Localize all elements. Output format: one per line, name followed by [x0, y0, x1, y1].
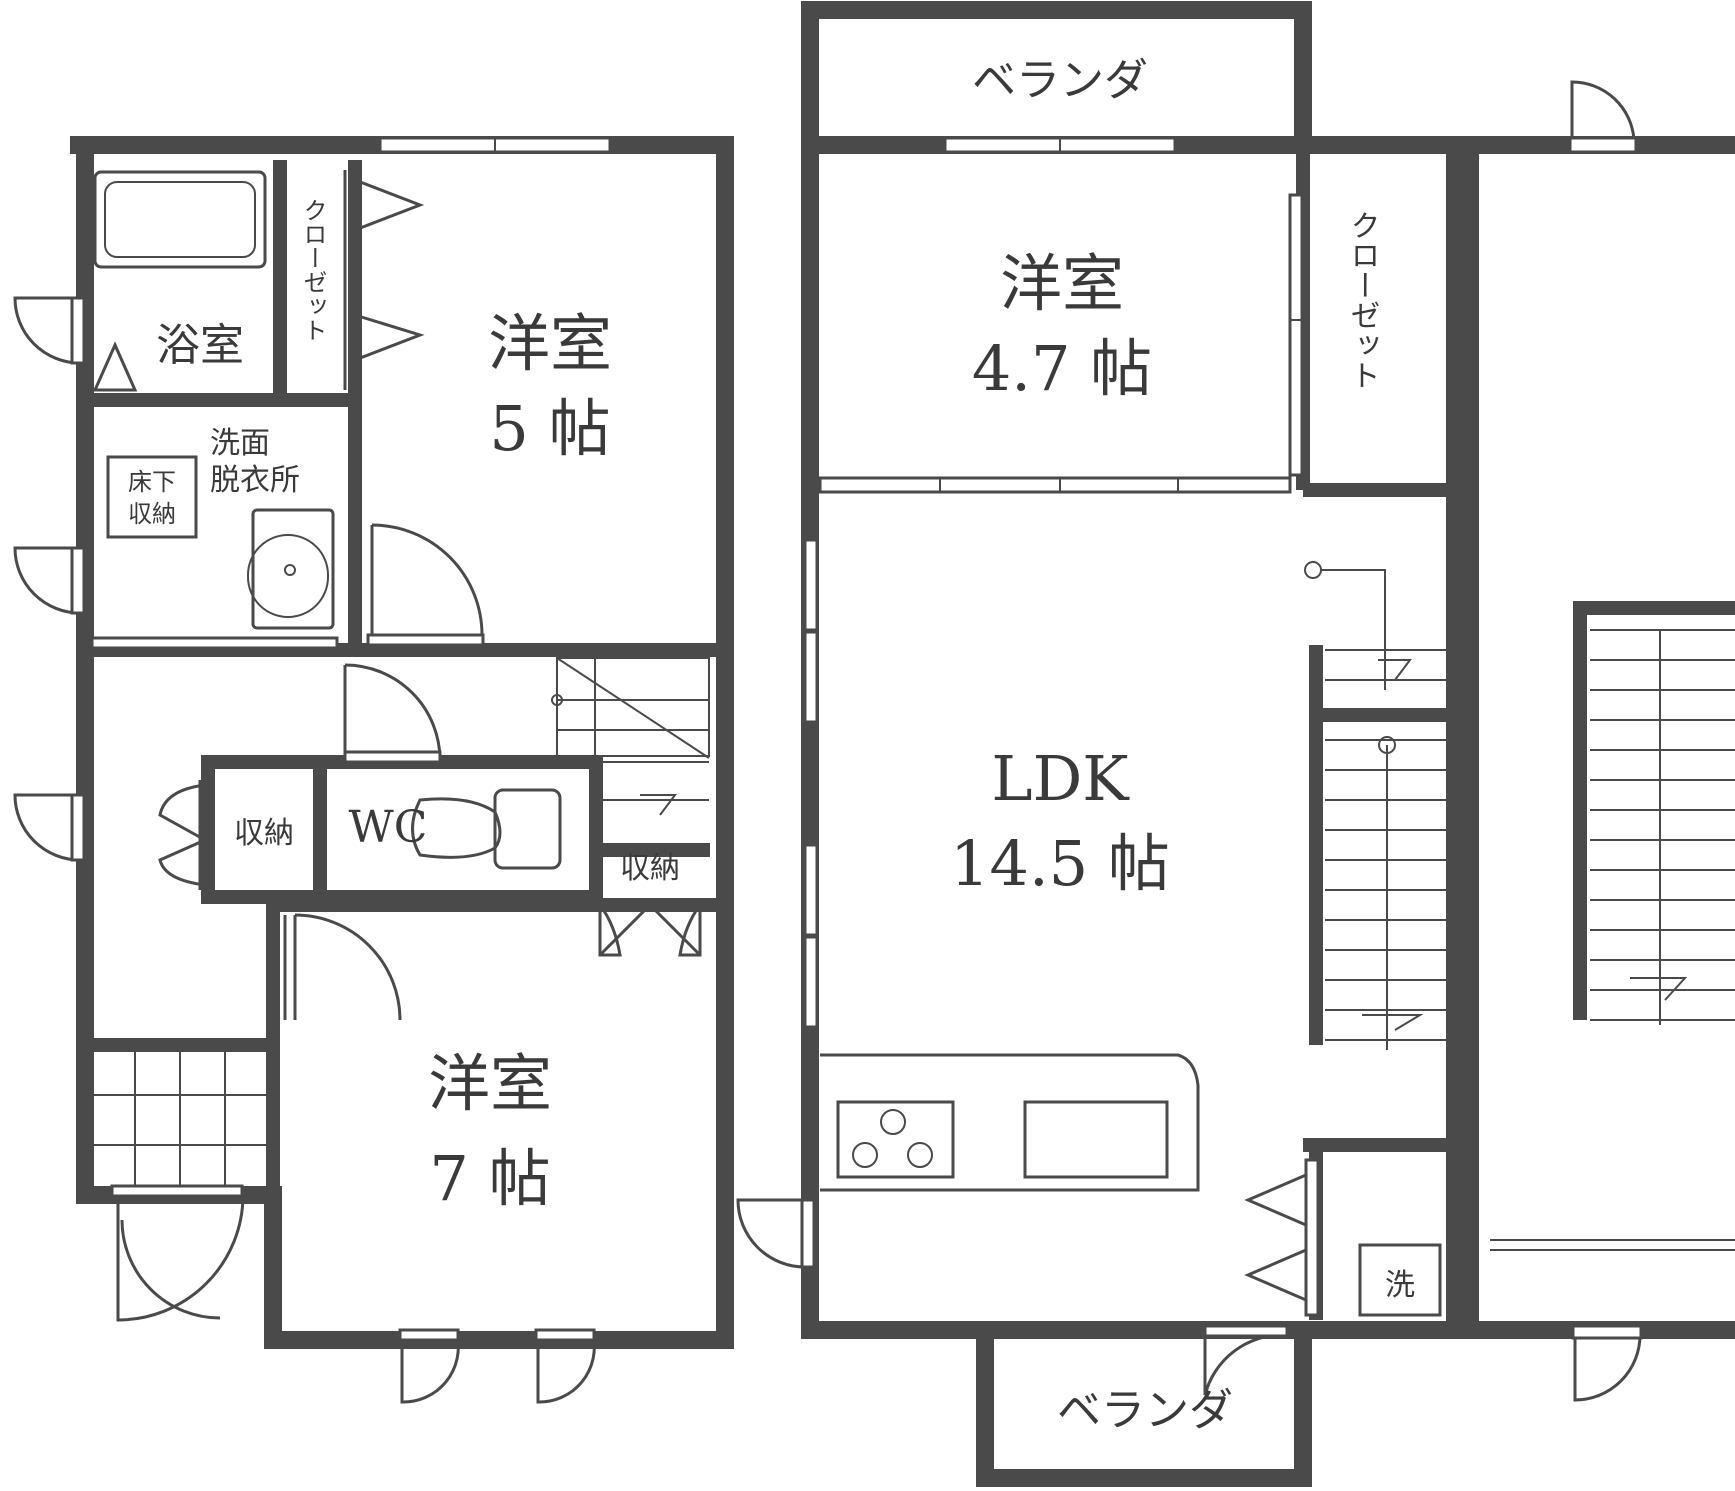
stairs-tower — [1573, 601, 1735, 1025]
bath-label: 浴室 — [156, 320, 244, 371]
wc-label: WC — [349, 802, 428, 853]
closet-right-label: クローゼット — [1345, 210, 1380, 390]
washer — [1358, 1243, 1442, 1317]
washroom-label-2: 脱衣所 — [210, 463, 300, 498]
laundry-label: 洗 — [1385, 1268, 1415, 1303]
underfloor-storage — [106, 455, 198, 539]
room-47-name: 洋室 — [1000, 247, 1124, 320]
veranda-bottom-label: ベランダ — [1057, 1385, 1233, 1436]
stairs-1f — [551, 657, 710, 816]
ldk-size: 14.5 帖 — [950, 827, 1170, 900]
room-7-name: 洋室 — [428, 1047, 552, 1120]
first-floor-plan: 浴室 クローゼット 洋室 5 帖 洗面 脱衣所 床下 収納 収納 WC 収納 洋… — [13, 136, 734, 1404]
bathtub — [93, 170, 267, 269]
room-7-size: 7 帖 — [429, 1142, 550, 1215]
outer-wall-tower — [1461, 136, 1735, 1339]
wash-basin — [251, 508, 335, 630]
veranda-top — [801, 1, 1312, 154]
room-5-name: 洋室 — [488, 307, 612, 380]
veranda-bottom — [976, 1321, 1312, 1487]
entrance-tiles — [89, 1046, 269, 1193]
washroom-label-1: 洗面 — [210, 426, 270, 461]
stairs-2f — [1304, 561, 1448, 1050]
sink — [1023, 1100, 1169, 1179]
stove — [836, 1100, 955, 1179]
stair-tower — [1461, 80, 1735, 1402]
room-5-size: 5 帖 — [489, 392, 610, 465]
closet-left-label: クローゼット — [299, 198, 327, 342]
veranda-top-label: ベランダ — [972, 55, 1148, 106]
storage-a-label: 収納 — [234, 816, 294, 851]
underfloor-label-1: 床下 — [128, 468, 176, 496]
second-floor-plan: ベランダ 洋室 4.7 帖 クローゼット LDK 14.5 帖 洗 ベランダ — [736, 1, 1464, 1487]
storage-b-label: 収納 — [620, 851, 680, 886]
kitchen-counter — [820, 1053, 1200, 1192]
room-47-size: 4.7 帖 — [972, 332, 1152, 405]
underfloor-label-2: 収納 — [128, 500, 176, 528]
ldk-name: LDK — [991, 742, 1130, 815]
